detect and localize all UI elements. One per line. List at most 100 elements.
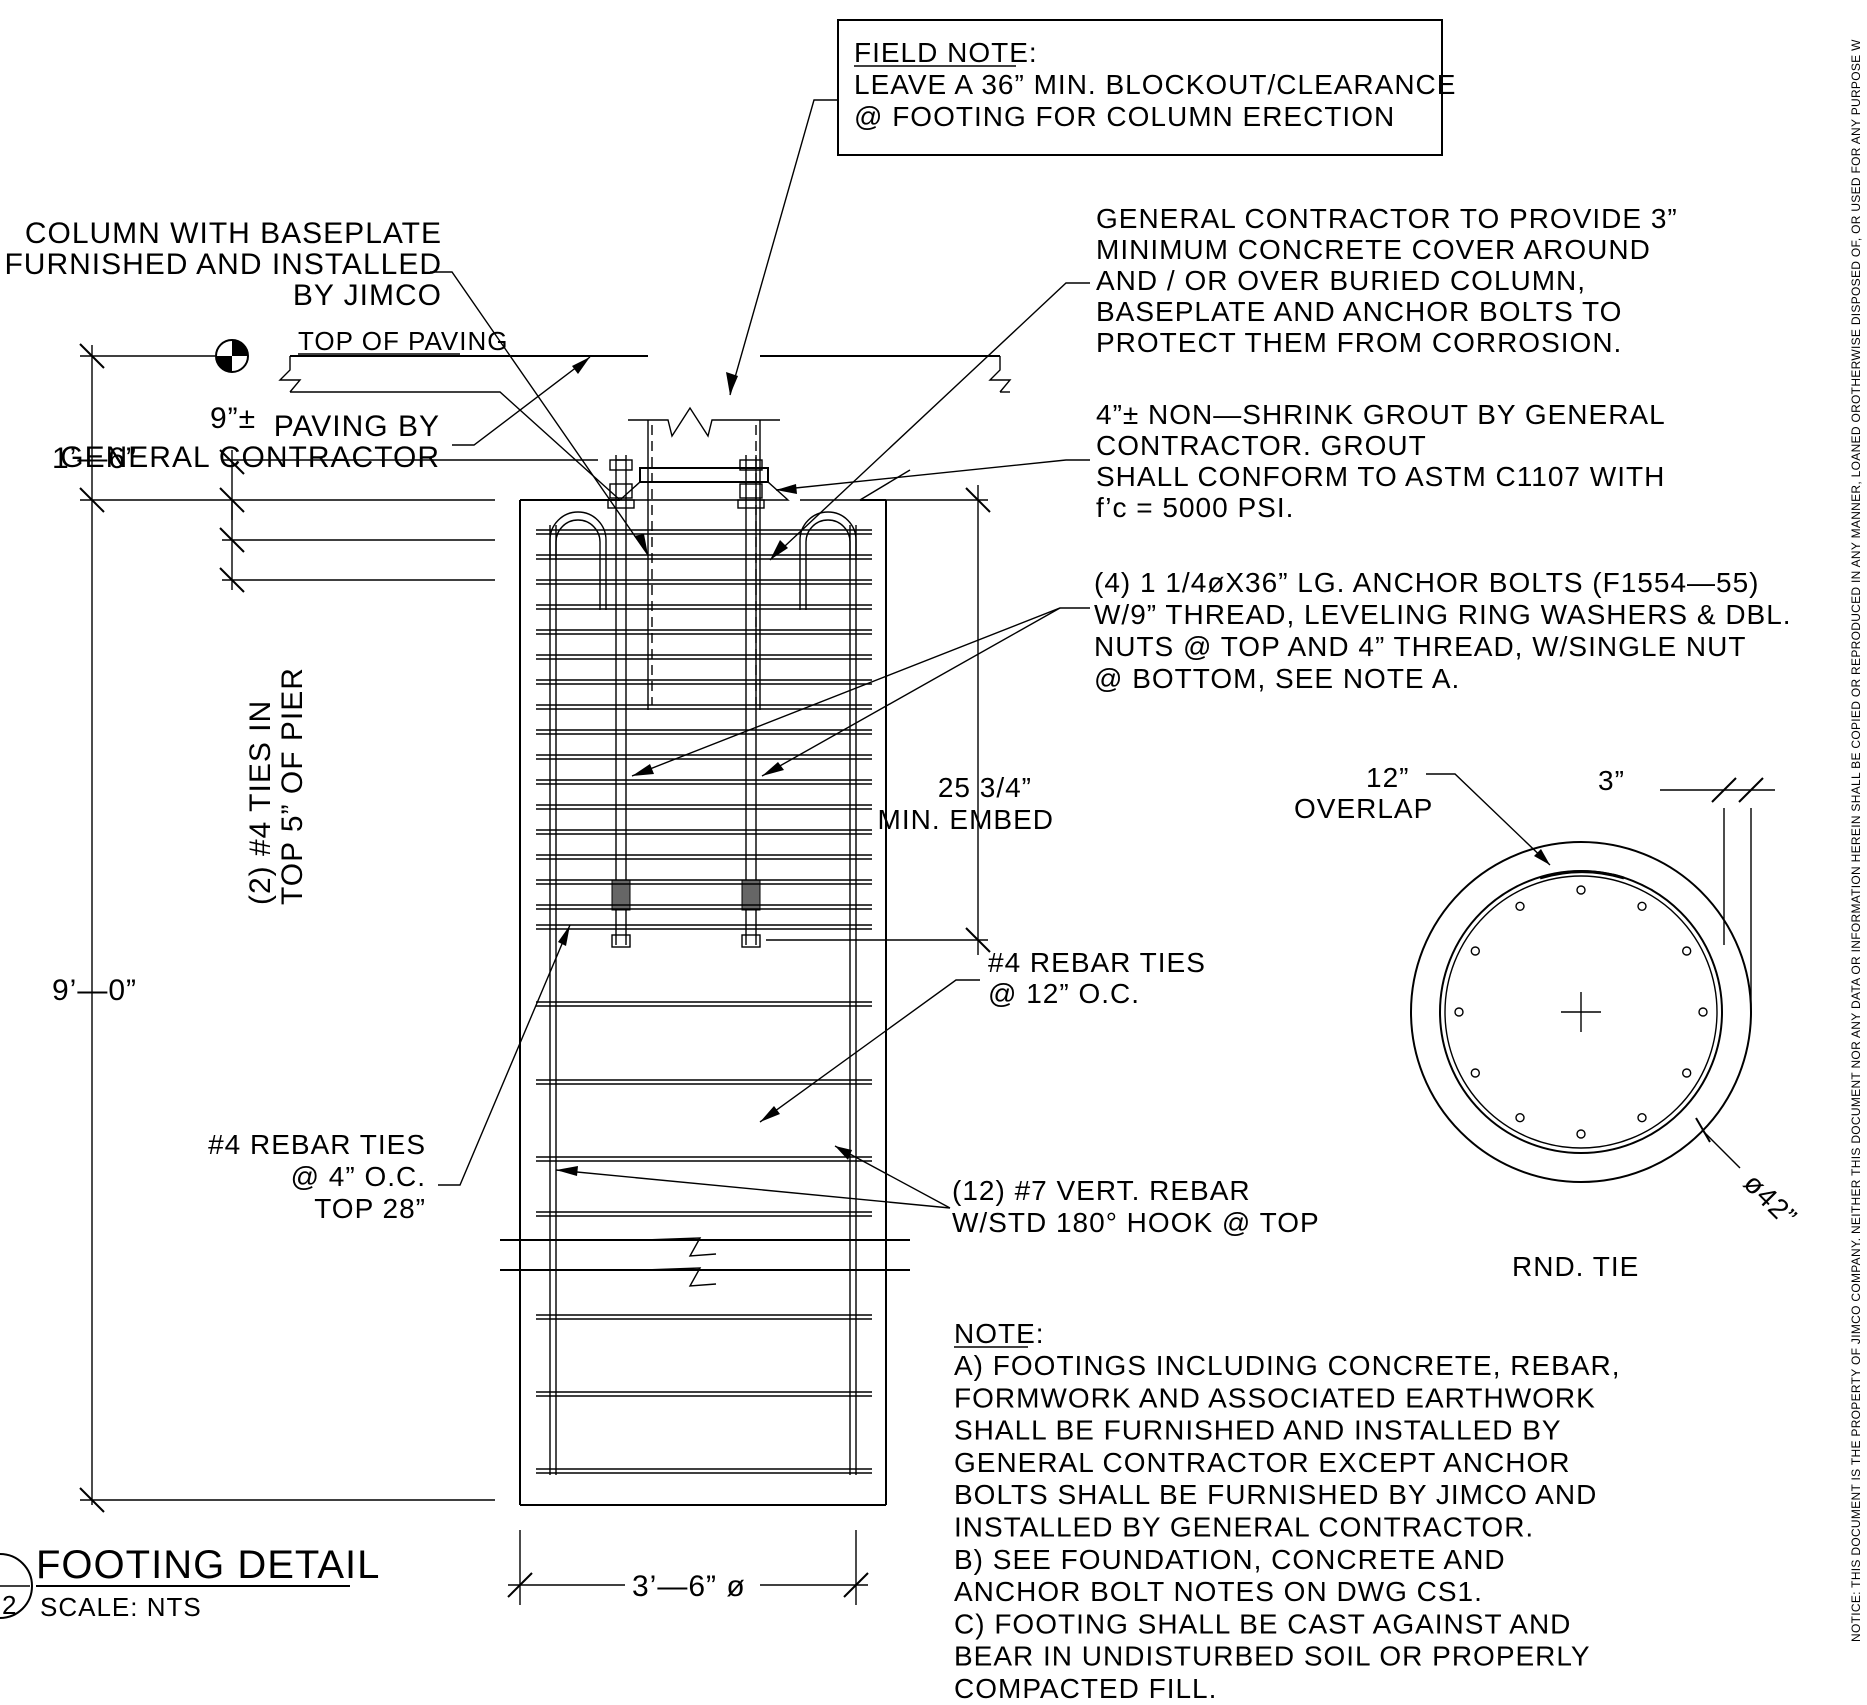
svg-text:(12) #7 VERT. REBAR: (12) #7 VERT. REBAR [952,1175,1251,1206]
anchor-bolts-callout: (4) 1 1/4øX36” LG. ANCHOR BOLTS (F1554—5… [1094,567,1792,694]
ties-12-leader [759,979,980,1123]
vert-rebar-leader-1 [555,1169,951,1209]
anchor-bolt-left [607,455,635,948]
detail-bubble [0,1553,33,1619]
svg-text:@ BOTTOM, SEE NOTE A.: @ BOTTOM, SEE NOTE A. [1094,663,1460,694]
column-callout: COLUMN WITH BASEPLATE FURNISHED AND INST… [4,217,442,312]
leaders [430,271,1090,1209]
paving-leader [452,356,591,446]
vertical-rebar [549,511,857,1475]
rebar-dots [1454,885,1708,1139]
embed-dimension [766,485,991,955]
svg-text:TOP 28”: TOP 28” [314,1193,426,1224]
rebar-dot [1454,1007,1464,1017]
note-line: COMPACTED FILL. [954,1673,1217,1704]
svg-text:COLUMN WITH BASEPLATE: COLUMN WITH BASEPLATE [25,217,442,250]
grout-callout: 4”± NON—SHRINK GROUT BY GENERAL CONTRACT… [1096,399,1665,523]
notice-text: NOTICE: THIS DOCUMENT IS THE PROPERTY OF… [1849,39,1863,1642]
field-note-line-1: LEAVE A 36” MIN. BLOCKOUT/CLEARANCE [854,69,1456,100]
concrete-cover-leader [769,282,1090,561]
rebar-dot [1470,1068,1481,1078]
rebar-ties [536,529,872,1474]
anchor-bolt-leader-2 [761,607,1061,777]
svg-text:CONTRACTOR. GROUT: CONTRACTOR. GROUT [1096,430,1427,461]
rebar-dot [1681,1068,1692,1078]
concrete-cover-callout: GENERAL CONTRACTOR TO PROVIDE 3” MINIMUM… [1096,203,1678,358]
baseplate [618,467,790,501]
svg-text:PROTECT THEM FROM CORROSION.: PROTECT THEM FROM CORROSION. [1096,327,1622,358]
svg-text:BY JIMCO: BY JIMCO [293,279,442,312]
grout-leader [775,459,1090,491]
general-notes: NOTE: A) FOOTINGS INCLUDING CONCRETE, RE… [954,1318,1621,1704]
detail-number: 2 [2,1590,17,1620]
rebar-hook-left [549,511,607,610]
svg-text:BASEPLATE AND ANCHOR BOLTS TO: BASEPLATE AND ANCHOR BOLTS TO [1096,296,1622,327]
ties-12-callout: #4 REBAR TIES @ 12” O.C. [988,947,1206,1009]
round-tie-section: ø42” 12” OVERLAP 3” RND. TIE [1294,762,1803,1282]
rebar-dot [1637,901,1647,911]
svg-text:GENERAL CONTRACTOR: GENERAL CONTRACTOR [60,441,440,474]
rebar-dot [1576,885,1586,895]
svg-text:W/STD 180° HOOK @ TOP: W/STD 180° HOOK @ TOP [952,1207,1320,1238]
vert-rebar-leader-2 [834,1145,951,1209]
svg-text:@ 4” O.C.: @ 4” O.C. [291,1161,426,1192]
overlap-leader [1426,773,1551,866]
note-line: C) FOOTING SHALL BE CAST AGAINST AND [954,1608,1571,1639]
anchor-bolt-leader-1 [631,607,1090,777]
svg-text:TOP 5” OF PIER: TOP 5” OF PIER [276,667,309,905]
round-tie-label: RND. TIE [1512,1251,1639,1282]
rebar-dot [1470,946,1481,956]
note-line: GENERAL CONTRACTOR EXCEPT ANCHOR [954,1447,1570,1478]
pier-break-line [644,1237,717,1257]
rebar-dot [1637,1112,1647,1123]
anchor-bolt-right [737,455,765,948]
svg-text:W/9” THREAD, LEVELING RING WAS: W/9” THREAD, LEVELING RING WASHERS & DBL… [1094,599,1792,630]
dim-1-6: 1’—6” [52,442,137,475]
cover-3-in: 3” [1598,765,1625,796]
rebar-dot [1681,946,1692,956]
rebar-hook-right [799,511,857,610]
detail-scale: SCALE: NTS [40,1592,202,1622]
svg-text:MINIMUM CONCRETE COVER AROUND: MINIMUM CONCRETE COVER AROUND [1096,234,1651,265]
svg-text:(4) 1 1/4øX36” LG. ANCHOR BOLT: (4) 1 1/4øX36” LG. ANCHOR BOLTS (F1554—5… [1094,567,1759,598]
round-tie-overlap [1539,870,1625,880]
rebar-dot [1576,1129,1586,1139]
svg-text:MIN. EMBED: MIN. EMBED [878,804,1054,835]
grout-pad [618,481,790,501]
note-line: B) SEE FOUNDATION, CONCRETE AND [954,1544,1506,1575]
svg-text:@ 12” O.C.: @ 12” O.C. [988,978,1140,1009]
ties-4-callout: #4 REBAR TIES @ 4” O.C. TOP 28” [208,1129,426,1224]
detail-title: FOOTING DETAIL [36,1543,380,1587]
field-note-heading: FIELD NOTE: [854,37,1038,68]
note-line: BEAR IN UNDISTURBED SOIL OR PROPERLY [954,1641,1591,1672]
ties-4-leader [438,924,571,1186]
vert-rebar-callout: (12) #7 VERT. REBAR W/STD 180° HOOK @ TO… [952,1175,1320,1238]
svg-text:GENERAL CONTRACTOR TO PROVIDE: GENERAL CONTRACTOR TO PROVIDE 3” [1096,203,1678,234]
paving-break-left [278,356,302,393]
field-note-line-2: @ FOOTING FOR COLUMN ERECTION [854,101,1395,132]
svg-text:#4 REBAR TIES: #4 REBAR TIES [988,947,1206,978]
rebar-dot [1515,1112,1525,1123]
paving-break-right [988,356,1012,393]
overlap-label: OVERLAP [1294,793,1433,824]
note-line: ANCHOR BOLT NOTES ON DWG CS1. [954,1576,1483,1607]
left-dimensions: 1’—6” 9”± 9’—0” [52,343,598,1513]
paving-callout: PAVING BY GENERAL CONTRACTOR [60,410,440,474]
note-line: A) FOOTINGS INCLUDING CONCRETE, REBAR, [954,1350,1621,1381]
dim-9-in: 9”± [210,402,256,435]
overlap-value: 12” [1366,762,1409,793]
elevation-marker-icon [215,339,249,373]
top-of-paving-label: TOP OF PAVING [298,326,508,356]
round-tie-diameter: ø42” [1738,1167,1803,1232]
svg-text:PAVING BY: PAVING BY [274,410,440,443]
note-line: INSTALLED BY GENERAL CONTRACTOR. [954,1512,1534,1543]
svg-text:FURNISHED AND INSTALLED: FURNISHED AND INSTALLED [4,248,442,281]
svg-text:(2) #4 TIES IN: (2) #4 TIES IN [244,700,277,905]
embed-callout: 25 3/4” MIN. EMBED [878,772,1054,835]
note-line: SHALL BE FURNISHED AND INSTALLED BY [954,1415,1562,1446]
svg-text:NUTS @ TOP AND 4” THREAD, W/SI: NUTS @ TOP AND 4” THREAD, W/SINGLE NUT [1094,631,1746,662]
dim-width: 3’—6” ø [632,1570,746,1603]
svg-text:SHALL CONFORM TO ASTM C1107 WI: SHALL CONFORM TO ASTM C1107 WITH [1096,461,1665,492]
note-line: FORMWORK AND ASSOCIATED EARTHWORK [954,1382,1596,1413]
